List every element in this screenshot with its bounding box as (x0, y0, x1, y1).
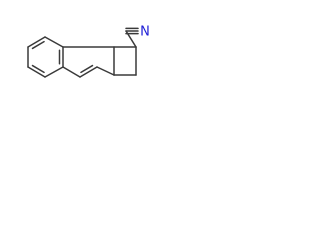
single-bond (44, 36, 64, 48)
double-bond-inner (31, 64, 45, 74)
nitrogen-atom-label: N (140, 25, 150, 40)
chemical-structure-diagram: N (27, 25, 150, 78)
double-bond-outer (27, 36, 46, 48)
single-bond (96, 66, 115, 76)
atom-label-layer: N (140, 25, 150, 40)
double-bond-outer (79, 66, 98, 78)
single-bond (62, 66, 81, 78)
double-bond-inner (31, 40, 45, 50)
double-bond-inner (80, 64, 94, 74)
bond-layer (27, 27, 139, 78)
single-bond (44, 66, 64, 78)
double-bond-outer (27, 66, 46, 78)
